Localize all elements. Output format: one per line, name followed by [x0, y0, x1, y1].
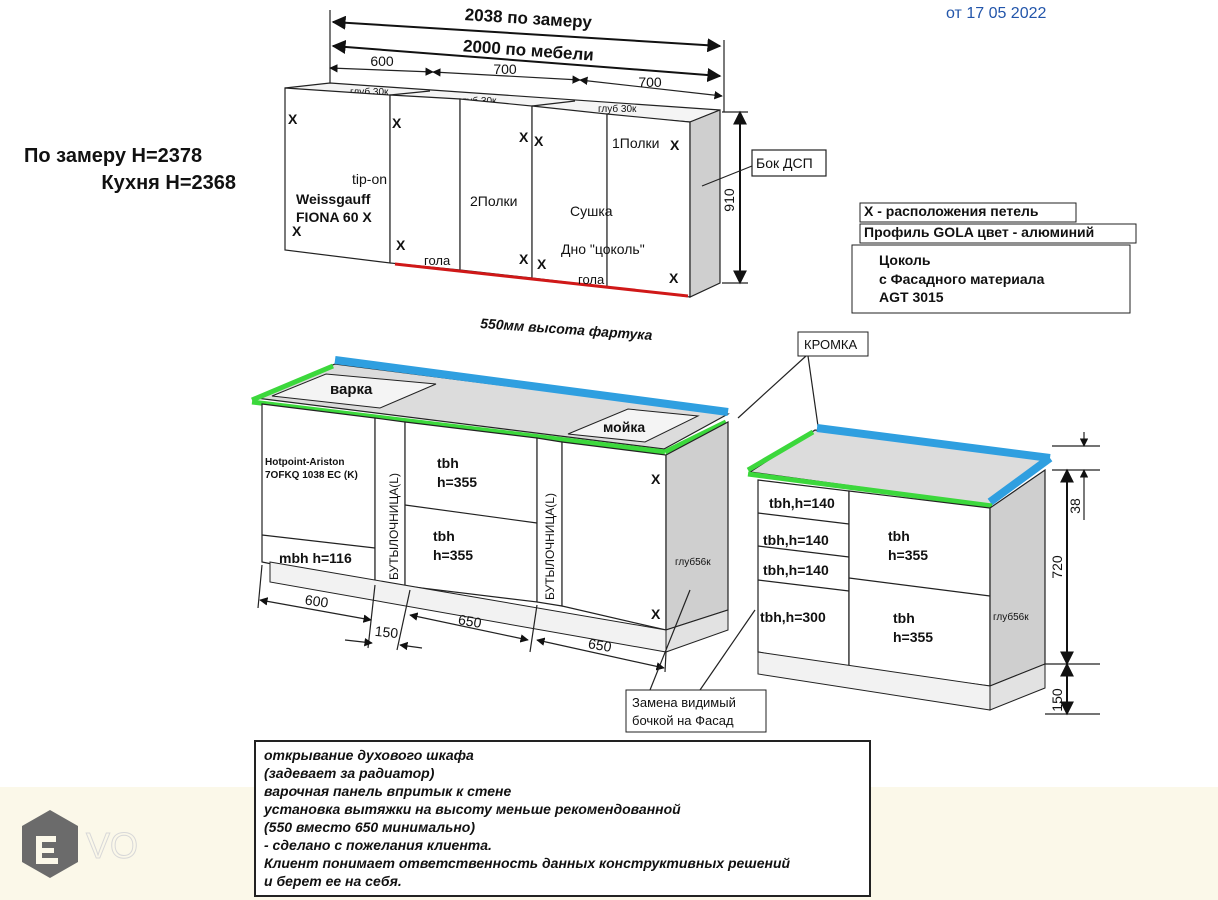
legend-plinth-2: с Фасадного материала	[879, 271, 1045, 287]
gola-label-1: гола	[424, 253, 451, 268]
dryer-label: Сушка	[570, 203, 613, 219]
bottom-label: Дно "цоколь"	[561, 241, 645, 257]
gola-label-2: гола	[578, 272, 605, 287]
drawer-2: tbh,h=140	[763, 532, 829, 548]
drawer-4: tbh,h=300	[760, 609, 826, 625]
edge-label: КРОМКА	[804, 337, 857, 352]
note-line-5: (550 вместо 650 минимально)	[264, 819, 475, 835]
base-left: варка мойка Hotpoint-Ariston 7OFKQ 1038 …	[251, 356, 730, 673]
shelves1-label: 1Полки	[612, 135, 659, 151]
base-left-side	[665, 421, 729, 631]
hinge-mark: X	[537, 256, 547, 272]
depth-left: глуб56к	[675, 556, 711, 568]
hinge-mark: X	[288, 111, 298, 127]
tbh1-label-1: tbh	[437, 455, 459, 471]
hinge-mark: X	[392, 115, 402, 131]
replace-note-2: бочкой на Фасад	[632, 713, 734, 728]
edge-blue-top-right	[816, 424, 1051, 462]
hinge-mark: X	[396, 237, 406, 253]
depth-right: глуб56к	[993, 611, 1029, 623]
tipon-label: tip-on	[352, 171, 387, 187]
logo-text: VO	[86, 825, 138, 866]
base-right-side	[989, 468, 1046, 687]
edge-blue-side-right	[987, 454, 1053, 506]
note-box	[254, 740, 871, 897]
note-line-1: открывание духового шкафа	[264, 747, 474, 763]
note-line-3: варочная панель впритык к стене	[264, 783, 511, 799]
height-kitchen: Кухня Н=2368	[101, 172, 236, 194]
replace-note-box	[625, 689, 767, 733]
hob	[271, 373, 437, 409]
oven-label-1: Hotpoint-Ariston	[265, 457, 344, 468]
dim-total-measure: 2038 по замеру	[464, 5, 593, 32]
legend: X - расположения петель Профиль GOLA цве…	[851, 202, 1137, 314]
rtbh1-label-1: tbh	[888, 528, 910, 544]
bottle-label-1: БУТЫЛОЧНИЦА(L)	[387, 473, 401, 580]
tbh1-label-2: h=355	[437, 474, 477, 490]
date-label: от 17 05 2022	[946, 5, 1047, 22]
dim-left-600: 600	[304, 592, 330, 611]
edge-label-box	[797, 331, 869, 357]
hinge-mark: X	[670, 137, 680, 153]
legend-hinges: X - расположения петель	[864, 203, 1039, 219]
tbh2-label-2: h=355	[433, 547, 473, 563]
dim-150: 150	[1049, 688, 1065, 712]
dim-720: 720	[1049, 555, 1065, 579]
depth-c: глуб 30к	[598, 103, 637, 115]
dim-38: 38	[1067, 498, 1083, 514]
note-line-7: Клиент понимает ответственность данных к…	[264, 855, 791, 871]
mbh-label: mbh h=116	[279, 550, 352, 566]
sink	[567, 408, 700, 443]
legend-profile: Профиль GOLA цвет - алюминий	[864, 224, 1094, 240]
gola-profile-line	[394, 262, 689, 298]
dim-line-furniture	[331, 39, 722, 83]
legend-plinth-3: AGT 3015	[879, 289, 944, 305]
upper-cabinets: 2038 по замеру 2000 по мебели 600 700 70…	[284, 5, 827, 298]
sink-label: мойка	[603, 419, 645, 435]
apron-label: 550мм высота фартука	[480, 315, 653, 343]
hood-label-1: Weissgauff	[296, 191, 371, 207]
bottle-label-2: БУТЫЛОЧНИЦА(L)	[543, 493, 557, 600]
hinge-mark: X	[669, 270, 679, 286]
edge-green-left	[251, 399, 666, 455]
base-right: tbh,h=140 tbh,h=140 tbh,h=140 tbh,h=300 …	[746, 424, 1100, 716]
shelves2-label: 2Полки	[470, 193, 517, 209]
rtbh1-label-2: h=355	[888, 547, 928, 563]
side-label-box	[751, 149, 827, 177]
edge-green-right	[747, 471, 993, 509]
note-line-2: (задевает за радиатор)	[264, 765, 435, 781]
rtbh2-label-1: tbh	[893, 610, 915, 626]
oven-label-2: 7OFKQ 1038 EC (K)	[265, 470, 358, 481]
hinge-mark: X	[519, 251, 529, 267]
hinge-mark: X	[534, 133, 544, 149]
note-line-4: установка вытяжки на высоту меньше реком…	[263, 801, 681, 817]
evo-logo: VO	[22, 810, 139, 878]
drawer-1: tbh,h=140	[769, 495, 835, 511]
dim-left-150: 150	[374, 623, 399, 641]
dim-700-b: 700	[638, 74, 662, 90]
upper-side-panel	[689, 109, 721, 298]
note-line-8: и берет ее на себя.	[264, 873, 402, 889]
dim-left-650-a: 650	[457, 611, 483, 631]
height-measure: По замеру Н=2378	[24, 145, 202, 167]
note-line-6: - сделано с пожелания клиента.	[264, 837, 492, 853]
dim-910: 910	[721, 188, 737, 212]
side-label: Бок ДСП	[756, 155, 813, 171]
dim-600: 600	[370, 53, 394, 69]
hinge-mark: X	[292, 223, 302, 239]
tbh2-label-1: tbh	[433, 528, 455, 544]
drawer-3: tbh,h=140	[763, 562, 829, 578]
replace-note-1: Замена видимый	[632, 695, 736, 710]
rtbh2-label-2: h=355	[893, 629, 933, 645]
dim-left-650-b: 650	[587, 635, 613, 655]
edge-blue-left	[334, 356, 729, 416]
hob-label: варка	[330, 381, 373, 398]
hood-label-2: FIONA 60 X	[296, 209, 372, 225]
legend-plinth-1: Цоколь	[879, 252, 931, 268]
hinge-mark: X	[651, 606, 661, 622]
dim-700-a: 700	[493, 61, 517, 77]
hinge-mark: X	[651, 471, 661, 487]
hinge-mark: X	[519, 129, 529, 145]
